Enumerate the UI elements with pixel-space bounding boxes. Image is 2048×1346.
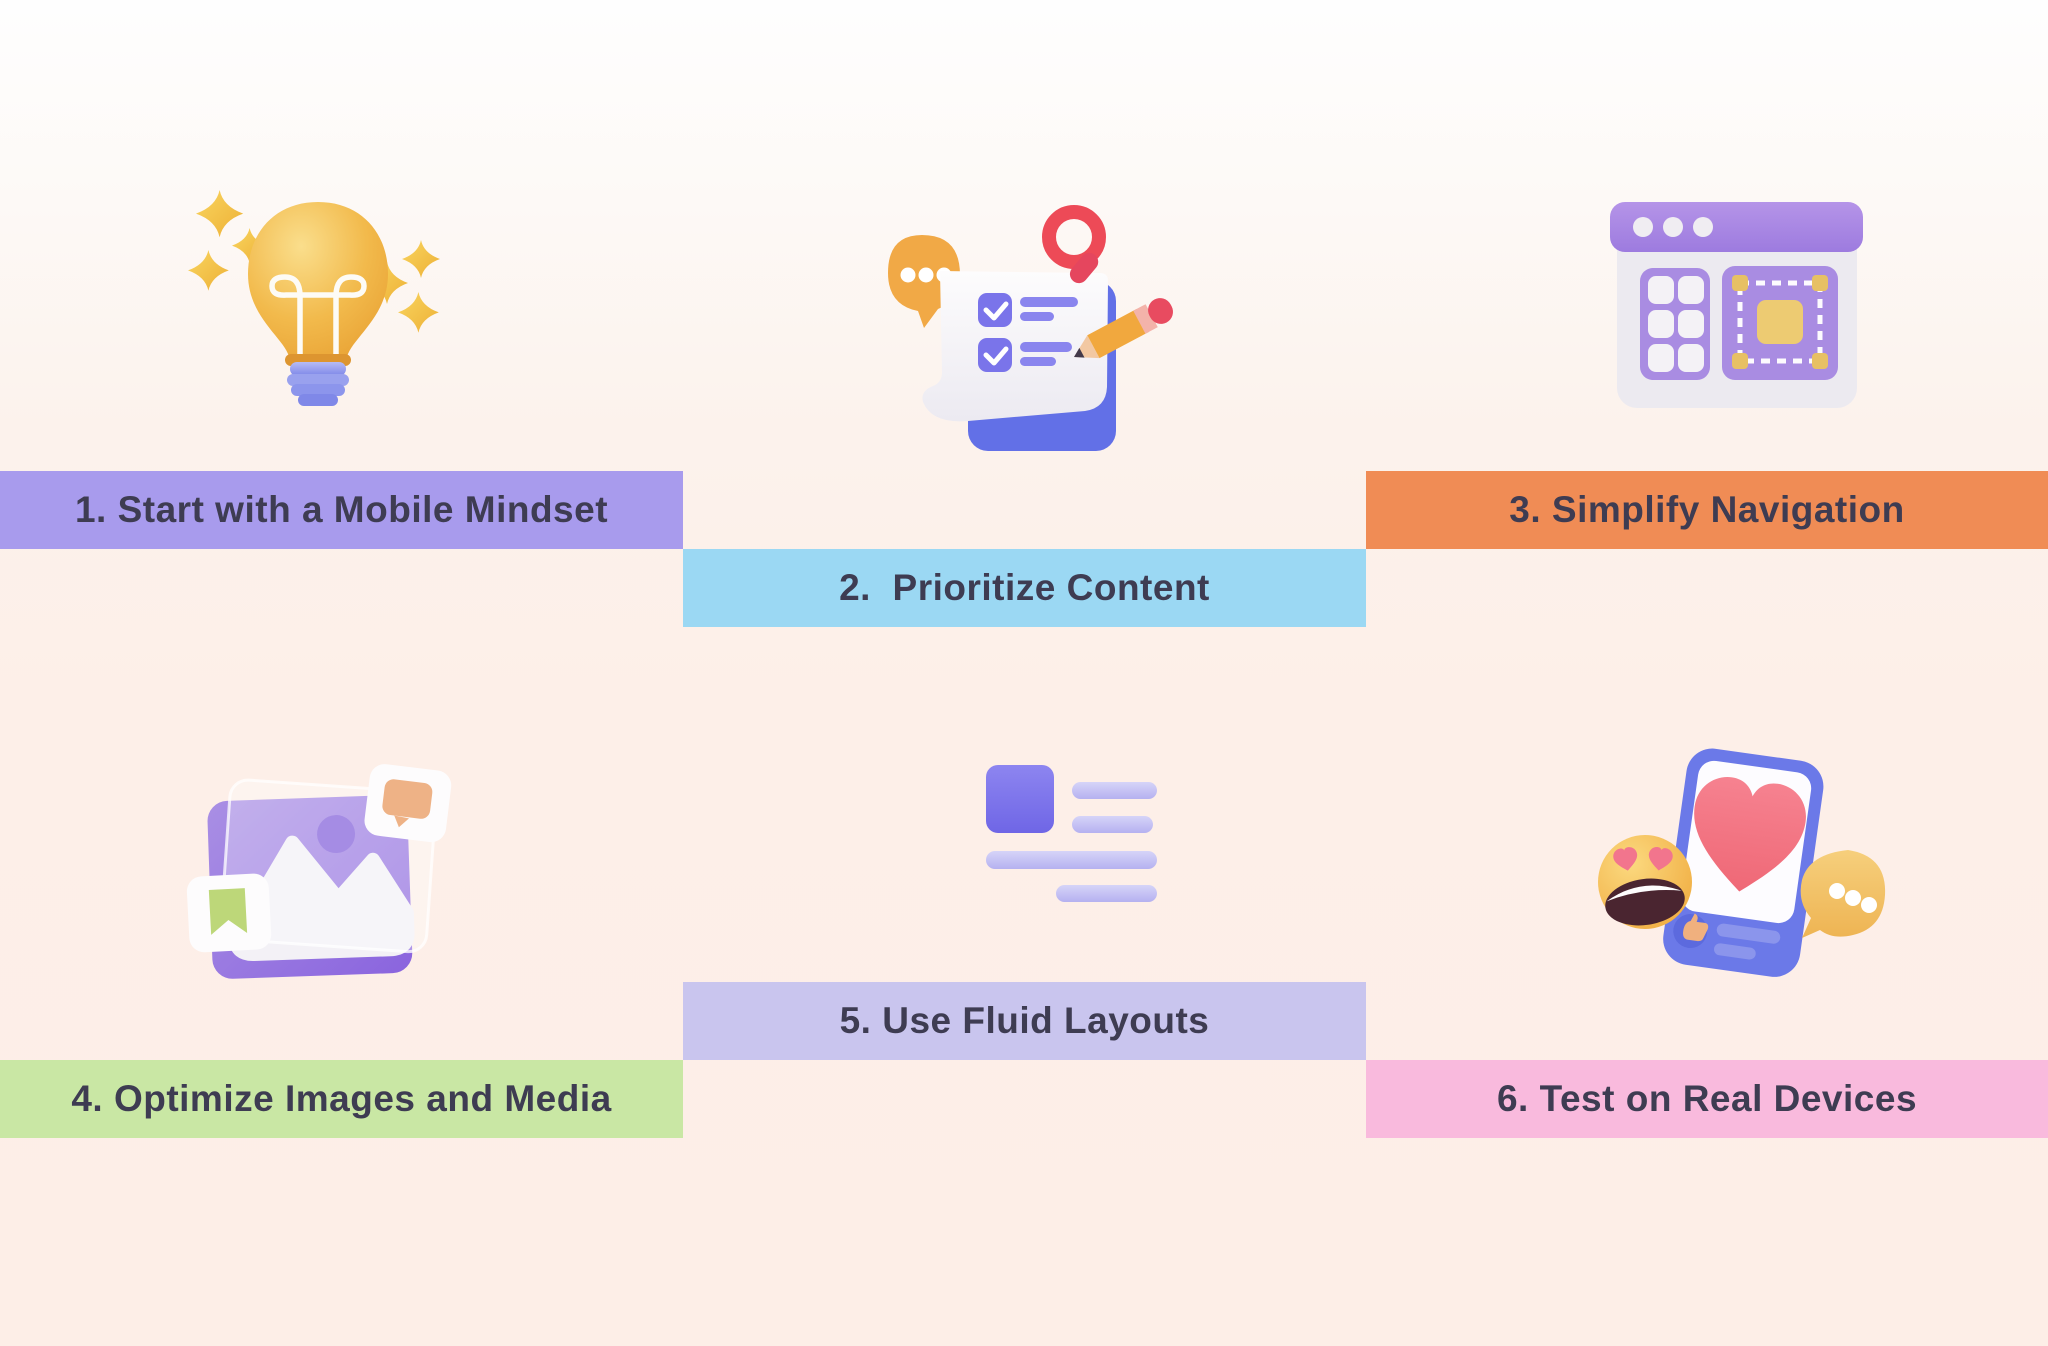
checklist-pencil-icon bbox=[888, 205, 1173, 451]
lightbulb-sparkles-icon bbox=[188, 190, 440, 406]
browser-window-icon bbox=[1610, 202, 1863, 408]
step-banner-3: 3. Simplify Navigation bbox=[1366, 471, 2048, 549]
image-media-icon bbox=[186, 764, 452, 979]
step-banner-5: 5. Use Fluid Layouts bbox=[683, 982, 1366, 1060]
step-label-2: 2. Prioritize Content bbox=[839, 567, 1210, 608]
step-banner-1: 1. Start with a Mobile Mindset bbox=[0, 471, 683, 549]
step-label-5: 5. Use Fluid Layouts bbox=[839, 1000, 1210, 1041]
step-label-1: 1. Start with a Mobile Mindset bbox=[74, 489, 609, 530]
step-label-4: 4. Optimize Images and Media bbox=[71, 1078, 612, 1119]
step-banner-4: 4. Optimize Images and Media bbox=[0, 1060, 683, 1138]
step-banner-6: 6. Test on Real Devices bbox=[1366, 1060, 2048, 1138]
fluid-layout-icon bbox=[986, 765, 1157, 902]
step-label-3: 3. Simplify Navigation bbox=[1509, 489, 1905, 530]
step-label-6: 6. Test on Real Devices bbox=[1496, 1078, 1918, 1119]
step-banner-2: 2. Prioritize Content bbox=[683, 549, 1366, 627]
device-feedback-icon bbox=[1598, 748, 1886, 977]
